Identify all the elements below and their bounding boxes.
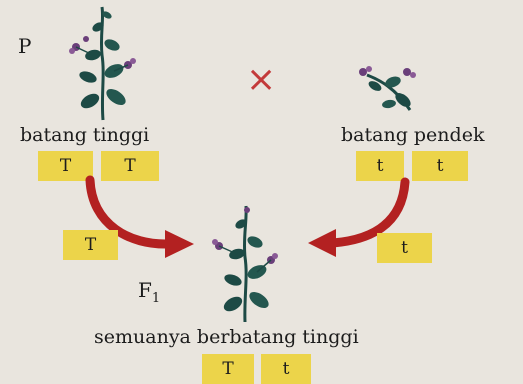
f1-subscript: 1	[152, 291, 160, 306]
gamete-from-tall: T	[63, 230, 118, 260]
generation-label-f1: F1	[138, 278, 160, 306]
offspring-genotype-allele-1: T	[202, 354, 254, 384]
offspring-genotype-allele-2: t	[261, 354, 311, 384]
f1-base: F	[138, 278, 152, 302]
gamete-from-short: t	[377, 233, 432, 263]
pea-plant-tall-icon	[207, 202, 287, 322]
offspring-label: semuanya berbatang tinggi	[94, 326, 359, 348]
